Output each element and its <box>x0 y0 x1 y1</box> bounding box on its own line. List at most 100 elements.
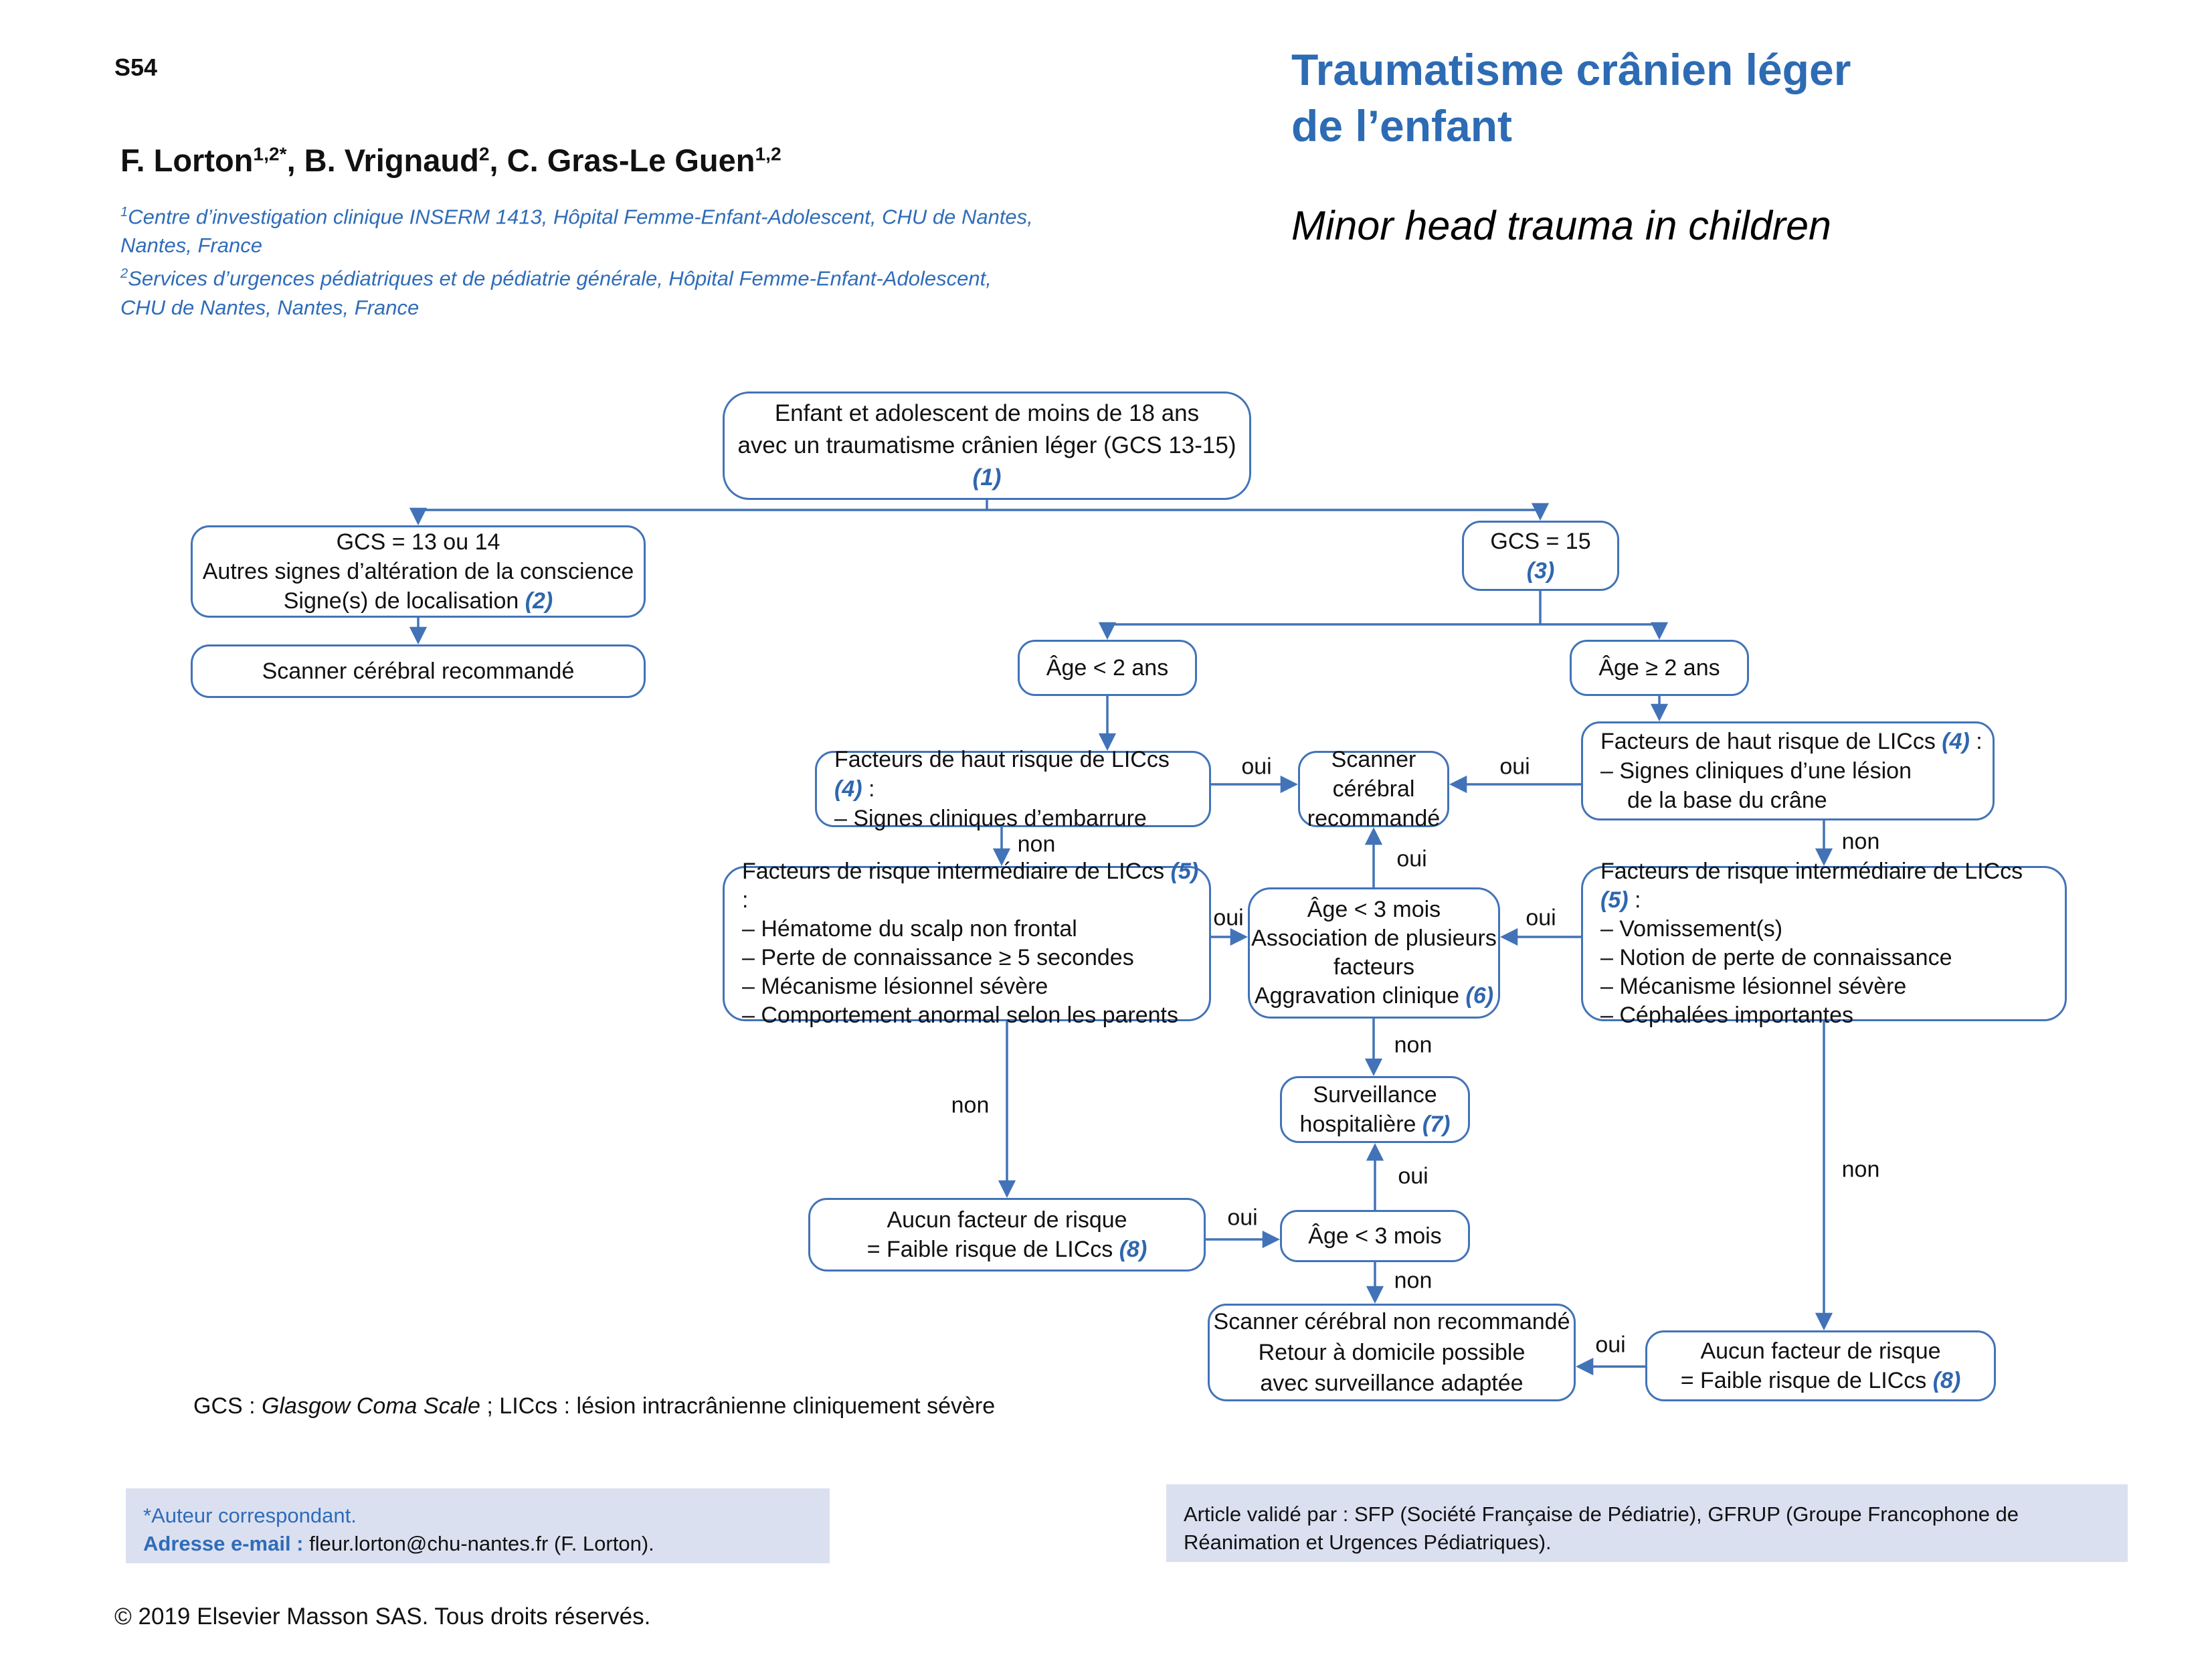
node-gcs-13-14-line3: Signe(s) de localisation (2) <box>284 586 553 616</box>
node-no-risk-factor-right-ref: (8) <box>1932 1368 1961 1393</box>
abbreviation-legend: GCS : Glasgow Coma Scale ; LICcs : lésio… <box>193 1393 995 1419</box>
edge-label-non-highright: non <box>1841 828 1880 855</box>
node-intermediate-risk-under2-colon: : <box>742 887 749 913</box>
affiliation-1-text: Centre d’investigation clinique INSERM 1… <box>128 205 1033 229</box>
email-line: Adresse e-mail : fleur.lorton@chu-nantes… <box>143 1530 812 1558</box>
node-intermediate-risk-over2: Facteurs de risque intermédiaire de LICc… <box>1581 859 2067 1028</box>
node-intermediate-risk-over2-ref: (5) <box>1600 887 1629 913</box>
node-no-risk-factor-right-line2-text: = Faible risque de LICcs <box>1680 1368 1933 1393</box>
node-high-risk-under2-colon: : <box>862 776 875 802</box>
node-high-risk-over2-line1-text: Facteurs de haut risque de LICcs <box>1600 729 1942 754</box>
node-root-line2: avec un traumatisme crânien léger (GCS 1… <box>725 430 1249 494</box>
node-age3-multiple-factors-line4: Aggravation clinique (6) <box>1255 982 1493 1011</box>
edge-label-non-midleft-long: non <box>951 1092 990 1118</box>
edge-label-oui-midleft: oui <box>1213 905 1244 931</box>
article-title-fr-line2: de l’enfant <box>1291 101 1513 151</box>
author-3-sup: 1,2 <box>755 143 781 165</box>
node-intermediate-risk-under2-item3: – Mécanisme lésionnel sévère <box>742 974 1048 999</box>
node-high-risk-under2: Facteurs de haut risque de LICcs (4) : –… <box>815 747 1211 831</box>
affiliation-2: 2Services d’urgences pédiatriques et de … <box>120 260 1033 321</box>
node-root-ref: (1) <box>972 464 1002 491</box>
node-intermediate-risk-under2-line1: Facteurs de risque intermédiaire de LICc… <box>742 857 1200 915</box>
node-intermediate-risk-under2-item1: – Hématome du scalp non frontal <box>742 916 1077 942</box>
edge-label-oui-norisk-age3: oui <box>1227 1205 1258 1231</box>
node-gcs-13-14-ref: (2) <box>525 588 553 614</box>
node-intermediate-risk-under2-line1-text: Facteurs de risque intermédiaire de LICc… <box>742 859 1171 884</box>
edge-label-oui-combo-ct: oui <box>1396 846 1427 872</box>
node-root: Enfant et adolescent de moins de 18 ans … <box>723 391 1251 500</box>
node-root-line2-text: avec un traumatisme crânien léger (GCS 1… <box>737 432 1236 458</box>
node-gcs-15-ref: (3) <box>1526 557 1555 584</box>
article-title-fr-line1: Traumatisme crânien léger <box>1291 45 1851 94</box>
node-age3-multiple-factors-line2: Association de plusieurs <box>1251 926 1497 951</box>
node-ct-recommended-center-line1: Scanner cérébral <box>1331 747 1416 802</box>
node-intermediate-risk-over2-line1: Facteurs de risque intermédiaire de LICc… <box>1600 857 2055 915</box>
validation-note-text: Article validé par : SFP (Société França… <box>1184 1502 2019 1554</box>
node-age-under-2: Âge < 2 ans <box>1018 640 1197 696</box>
node-ct-not-recommended: Scanner cérébral non recommandé Retour à… <box>1208 1304 1576 1401</box>
node-high-risk-under2-item1: – Signes cliniques d’embarrure <box>834 806 1147 831</box>
node-age3-multiple-factors-line3: facteurs <box>1333 954 1414 980</box>
node-gcs-15-line1: GCS = 15 <box>1490 528 1591 554</box>
correspondence-note: *Auteur correspondant. Adresse e-mail : … <box>126 1488 830 1563</box>
edge-label-oui-noriskright-ctno: oui <box>1595 1332 1626 1358</box>
edge-label-non-combo-surv: non <box>1394 1032 1433 1058</box>
author-1: F. Lorton <box>120 143 254 178</box>
affiliation-2-text: Services d’urgences pédiatriques et de p… <box>128 266 992 290</box>
node-age3-multiple-factors-ref: (6) <box>1465 983 1494 1009</box>
node-age-2-or-more-line1: Âge ≥ 2 ans <box>1598 655 1720 681</box>
node-intermediate-risk-under2-item2: – Perte de connaissance ≥ 5 secondes <box>742 945 1134 970</box>
node-high-risk-over2-item2: de la base du crâne <box>1627 788 1827 813</box>
affiliation-2-text2: CHU de Nantes, Nantes, France <box>120 295 420 319</box>
page-number: S54 <box>114 54 158 81</box>
node-age-under-3-months-line1: Âge < 3 mois <box>1308 1223 1442 1249</box>
article-title-en: Minor head trauma in children <box>1291 203 1831 248</box>
node-age-under-2-line1: Âge < 2 ans <box>1046 655 1169 681</box>
node-no-risk-factor-right-line1: Aucun facteur de risque <box>1700 1338 1941 1364</box>
node-no-risk-factor-right-line2: = Faible risque de LICcs (8) <box>1681 1366 1961 1395</box>
author-1-sup: 1,2* <box>253 143 287 165</box>
node-high-risk-over2-colon: : <box>1969 729 1983 754</box>
article-title-fr: Traumatisme crânien léger de l’enfant <box>1291 41 1851 154</box>
node-no-risk-factor-left-ref: (8) <box>1119 1237 1147 1262</box>
node-ct-not-recommended-line2: Retour à domicile possible <box>1258 1340 1526 1365</box>
node-high-risk-under2-ref: (4) <box>834 776 862 802</box>
legend-suffix: ; LICcs : lésion intracrânienne clinique… <box>480 1393 996 1419</box>
node-high-risk-over2-ref: (4) <box>1942 729 1970 754</box>
email-value: fleur.lorton@chu-nantes.fr (F. Lorton). <box>303 1532 654 1555</box>
authors-line: F. Lorton1,2*, B. Vrignaud2, C. Gras-Le … <box>120 142 781 179</box>
node-gcs-13-14-line3-text: Signe(s) de localisation <box>283 588 525 614</box>
node-hospital-surveillance-ref: (7) <box>1422 1112 1451 1137</box>
node-intermediate-risk-over2-item2: – Notion de perte de connaissance <box>1600 945 1952 970</box>
node-high-risk-under2-line1: Facteurs de haut risque de LICcs (4) : <box>834 745 1200 804</box>
node-high-risk-over2: Facteurs de haut risque de LICcs (4) : –… <box>1581 721 1995 820</box>
node-ct-not-recommended-line3: avec surveillance adaptée <box>1260 1371 1524 1396</box>
node-ct-recommended-left: Scanner cérébral recommandé <box>191 644 646 698</box>
node-high-risk-over2-line1: Facteurs de haut risque de LICcs (4) : <box>1600 727 1983 756</box>
node-no-risk-factor-left-line2-text: = Faible risque de LICcs <box>866 1237 1119 1262</box>
affiliation-1: 1Centre d’investigation clinique INSERM … <box>120 198 1033 260</box>
node-intermediate-risk-under2: Facteurs de risque intermédiaire de LICc… <box>723 859 1211 1028</box>
legend-prefix: GCS : <box>193 1393 262 1419</box>
node-intermediate-risk-over2-colon: : <box>1628 887 1641 913</box>
node-high-risk-over2-item1: – Signes cliniques d’une lésion <box>1600 758 1912 784</box>
node-age-2-or-more: Âge ≥ 2 ans <box>1570 640 1749 696</box>
node-intermediate-risk-over2-line1-text: Facteurs de risque intermédiaire de LICc… <box>1600 859 2023 884</box>
edge-label-oui-highleft-ct: oui <box>1241 754 1272 780</box>
node-intermediate-risk-over2-item4: – Céphalées importantes <box>1600 1002 1854 1028</box>
author-2-sup: 2 <box>478 143 490 165</box>
node-ct-recommended-center: Scanner cérébral recommandé <box>1298 747 1449 831</box>
node-intermediate-risk-over2-item1: – Vomissement(s) <box>1600 916 1783 942</box>
copyright-line: © 2019 Elsevier Masson SAS. Tous droits … <box>114 1603 651 1630</box>
node-root-line1: Enfant et adolescent de moins de 18 ans <box>774 400 1200 426</box>
corresponding-author-note: *Auteur correspondant. <box>143 1504 357 1527</box>
node-gcs-13-14-line2: Autres signes d’altération de la conscie… <box>202 559 634 584</box>
node-ct-not-recommended-line1: Scanner cérébral non recommandé <box>1213 1309 1570 1334</box>
edge-label-non-midright-long: non <box>1841 1156 1880 1183</box>
affiliation-2-sup: 2 <box>120 266 128 282</box>
node-hospital-surveillance-line2-text: hospitalière <box>1299 1112 1422 1137</box>
node-gcs-13-14: GCS = 13 ou 14 Autres signes d’altératio… <box>191 525 646 618</box>
node-high-risk-under2-line1-text: Facteurs de haut risque de LICcs <box>834 747 1170 772</box>
